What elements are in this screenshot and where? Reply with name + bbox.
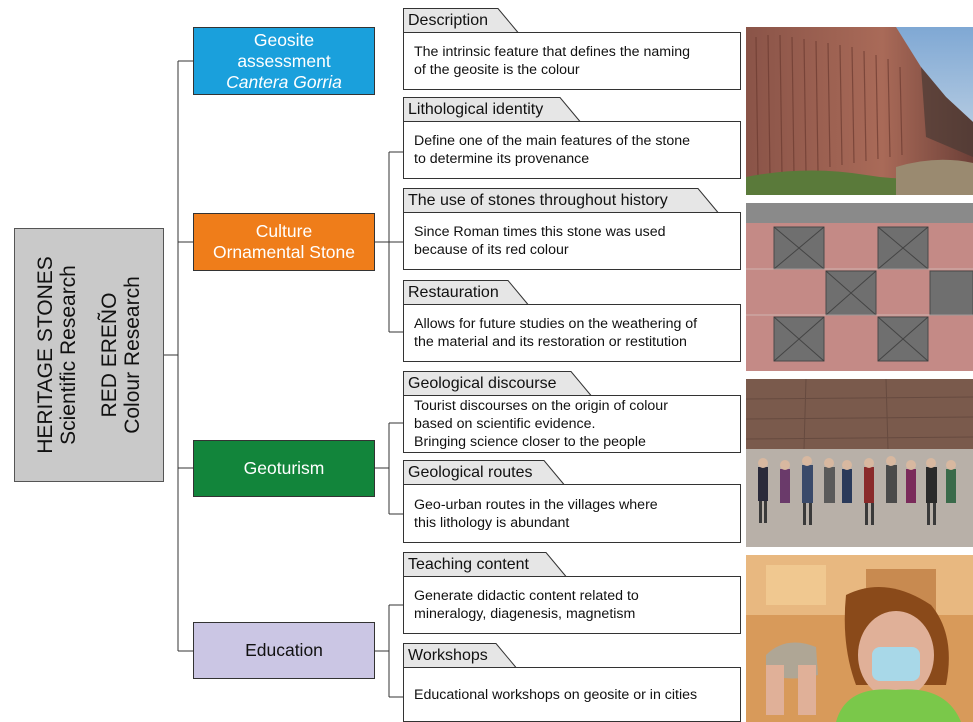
teaching-line-2: mineralogy, diagenesis, magnetism (414, 606, 636, 622)
root-title-2: RED EREÑO (98, 292, 121, 418)
description-line-1: The intrinsic feature that defines the n… (414, 44, 691, 60)
geosite-line-3: Cantera Gorria (226, 71, 342, 92)
tab-lithological-label: Lithological identity (408, 101, 544, 118)
education-label: Education (245, 640, 323, 660)
description-line-2: of the geosite is the colour (414, 62, 580, 78)
restauration-line-2: the material and its restoration or rest… (414, 334, 687, 350)
geo-routes-line-1: Geo-urban routes in the villages where (414, 496, 658, 513)
tab-workshops: Workshops (403, 643, 517, 668)
root-title: HERITAGE STONES (34, 256, 57, 454)
category-geoturism: Geoturism (193, 440, 375, 497)
tab-use-of-stones-label: The use of stones throughout history (408, 192, 668, 209)
geosite-line-2: assessment (237, 50, 331, 71)
geosite-line-1: Geosite (253, 29, 315, 50)
tab-teaching-label: Teaching content (408, 556, 529, 573)
root-box: HERITAGE STONES Scientific Research RED … (14, 228, 164, 482)
description-box: The intrinsic feature that defines the n… (403, 32, 741, 90)
tab-restauration: Restauration (403, 280, 529, 305)
lithological-line-1: Define one of the main features of the s… (414, 133, 691, 149)
tab-geo-routes: Geological routes (403, 460, 565, 485)
quarry-photo (746, 27, 973, 195)
root-subtitle: Scientific Research (57, 265, 80, 445)
lithological-line-2: to determine its provenance (414, 151, 590, 167)
tab-description: Description (403, 8, 519, 33)
workshop-photo (746, 555, 973, 722)
root-subtitle-2: Colour Research (121, 276, 144, 434)
use-of-stones-line-2: because of its red colour (414, 242, 569, 258)
geo-discourse-line-1: Tourist discourses on the origin of colo… (414, 398, 668, 414)
use-of-stones-line-1: Since Roman times this stone was used (414, 224, 666, 240)
geo-discourse-line-2: based on scientific evidence. (414, 416, 596, 432)
tab-geo-discourse-label: Geological discourse (408, 375, 557, 392)
category-culture: Culture Ornamental Stone (193, 213, 375, 271)
culture-line-2: Ornamental Stone (212, 242, 356, 262)
tab-workshops-label: Workshops (408, 647, 488, 664)
restauration-box: Allows for future studies on the weather… (403, 304, 741, 362)
tab-geo-routes-label: Geological routes (408, 464, 533, 481)
geoturism-label: Geoturism (243, 458, 325, 478)
workshops-box: Educational workshops on geosite or in c… (403, 667, 741, 722)
geo-discourse-line-3: Bringing science closer to the people (414, 434, 646, 450)
culture-line-1: Culture (255, 221, 313, 241)
tour-group-photo (746, 379, 973, 547)
workshops-line-1: Educational workshops on geosite or in c… (414, 686, 698, 703)
category-geosite: Geosite assessment Cantera Gorria (193, 27, 375, 95)
tab-use-of-stones: The use of stones throughout history (403, 188, 719, 213)
tab-description-label: Description (408, 12, 489, 29)
teaching-box: Generate didactic content related to min… (403, 576, 741, 634)
use-of-stones-box: Since Roman times this stone was used be… (403, 212, 741, 270)
geo-routes-line-2: this lithology is abundant (414, 514, 570, 531)
tab-restauration-label: Restauration (408, 284, 499, 301)
tab-geo-discourse: Geological discourse (403, 371, 592, 396)
tab-teaching: Teaching content (403, 552, 567, 577)
ornamental-stone-photo (746, 203, 973, 371)
lithological-box: Define one of the main features of the s… (403, 121, 741, 179)
restauration-line-1: Allows for future studies on the weather… (414, 316, 698, 332)
geo-discourse-box: Tourist discourses on the origin of colo… (403, 395, 741, 453)
teaching-line-1: Generate didactic content related to (414, 588, 639, 604)
geo-routes-box: Geo-urban routes in the villages where t… (403, 484, 741, 543)
tab-lithological: Lithological identity (403, 97, 581, 122)
category-education: Education (193, 622, 375, 679)
